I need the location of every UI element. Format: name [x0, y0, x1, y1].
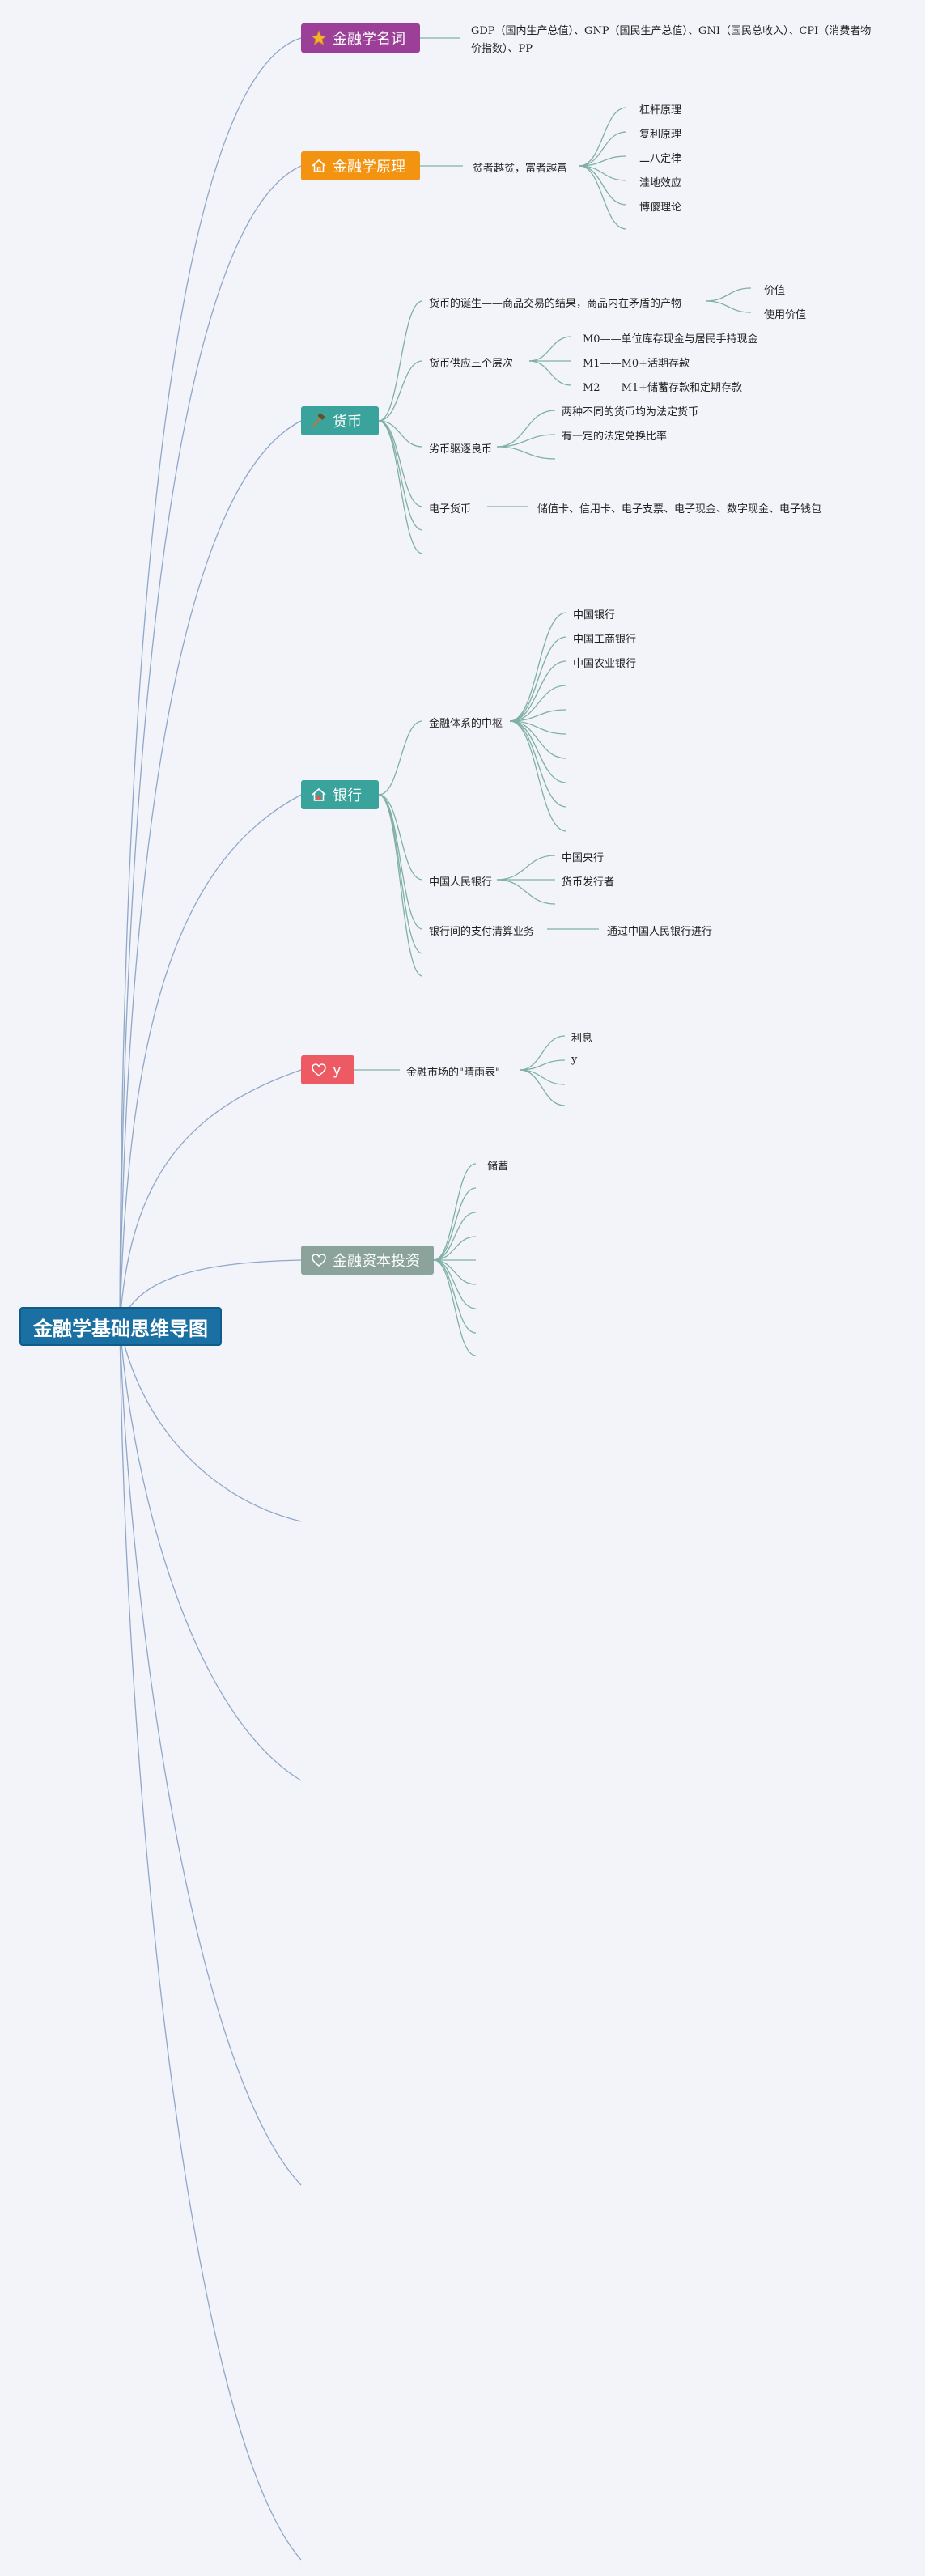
root-title[interactable]: 金融学基础思维导图 — [19, 1307, 222, 1346]
link-root-empty-2 — [119, 1324, 302, 1781]
money-birth-item[interactable]: 使用价值 — [764, 309, 807, 321]
y-sub[interactable]: 金融市场的"晴雨表" — [406, 1067, 500, 1079]
money-birth-item[interactable]: 价值 — [764, 285, 786, 297]
branch-terms[interactable]: 金融学名词 — [301, 23, 420, 53]
branch-principles-label: 金融学原理 — [333, 159, 405, 176]
money-emoney-desc[interactable]: 储值卡、信用卡、电子支票、电子现金、数字现金、电子钱包 — [537, 503, 822, 516]
money-bad-item[interactable]: 两种不同的货币均为法定货币 — [562, 406, 699, 418]
hammer-icon — [311, 413, 327, 429]
branch-y-label: y — [333, 1061, 342, 1079]
principle-item[interactable]: 洼地效应 — [639, 177, 682, 189]
bank-hub[interactable]: 金融体系的中枢 — [429, 718, 503, 730]
money-birth[interactable]: 货币的诞生——商品交易的结果，商品内在矛盾的产物 — [429, 298, 682, 310]
y-item[interactable]: 利息 — [571, 1033, 593, 1045]
branch-bank-label: 银行 — [333, 787, 362, 804]
bank-pboc-item[interactable]: 中国央行 — [562, 852, 605, 864]
money-supply[interactable]: 货币供应三个层次 — [429, 358, 514, 370]
money-bad-item[interactable]: 有一定的法定兑换比率 — [562, 431, 668, 443]
house-icon — [311, 787, 327, 803]
branch-principles[interactable]: 金融学原理 — [301, 151, 420, 180]
money-supply-item[interactable]: M2——M1+储蓄存款和定期存款 — [583, 382, 743, 394]
money-supply-item[interactable]: M0——单位库存现金与居民手持现金 — [583, 333, 758, 346]
branch-investment-label: 金融资本投资 — [333, 1253, 420, 1270]
branch-terms-label: 金融学名词 — [333, 31, 405, 48]
link-root-y — [119, 1069, 302, 1326]
bank-clearing[interactable]: 银行间的支付清算业务 — [429, 926, 535, 938]
principles-sub[interactable]: 贫者越贫，富者越富 — [473, 163, 568, 175]
bank-hub-item[interactable]: 中国工商银行 — [573, 634, 637, 646]
house-icon — [311, 158, 327, 174]
link-root-principles — [119, 165, 302, 1326]
money-emoney[interactable]: 电子货币 — [429, 503, 472, 516]
branch-money[interactable]: 货币 — [301, 406, 379, 435]
branch-bank[interactable]: 银行 — [301, 780, 379, 809]
branch-money-label: 货币 — [333, 414, 362, 431]
money-bad[interactable]: 劣币驱逐良币 — [429, 443, 493, 456]
bank-pboc[interactable]: 中国人民银行 — [429, 876, 493, 889]
link-root-empty-3 — [119, 1324, 302, 2186]
branch-y[interactable]: y — [301, 1055, 354, 1084]
star-icon — [311, 30, 327, 46]
principle-item[interactable]: 复利原理 — [639, 129, 682, 141]
link-root-empty-4 — [119, 1324, 302, 2561]
y-item[interactable]: y — [571, 1054, 578, 1066]
investment-item[interactable]: 储蓄 — [487, 1161, 509, 1173]
money-supply-item[interactable]: M1——M0+活期存款 — [583, 358, 690, 370]
link-root-terms — [119, 37, 302, 1326]
terms-description[interactable]: GDP（国内生产总值）、GNP（国民生产总值）、GNI（国民总收入）、CPI（消… — [471, 25, 872, 55]
link-root-bank — [119, 794, 302, 1326]
principle-item[interactable]: 博傻理论 — [639, 202, 682, 214]
bank-clearing-desc[interactable]: 通过中国人民银行进行 — [607, 926, 713, 938]
heart-icon — [311, 1252, 327, 1268]
bank-hub-item[interactable]: 中国农业银行 — [573, 658, 637, 670]
principle-item[interactable]: 二八定律 — [639, 153, 682, 165]
bank-pboc-item[interactable]: 货币发行者 — [562, 876, 615, 889]
link-root-money — [119, 420, 302, 1326]
bank-hub-item[interactable]: 中国银行 — [573, 609, 616, 622]
principle-item[interactable]: 杠杆原理 — [639, 104, 682, 117]
heart-icon — [311, 1062, 327, 1078]
link-root-empty-1 — [119, 1324, 302, 1522]
branch-investment[interactable]: 金融资本投资 — [301, 1246, 434, 1275]
